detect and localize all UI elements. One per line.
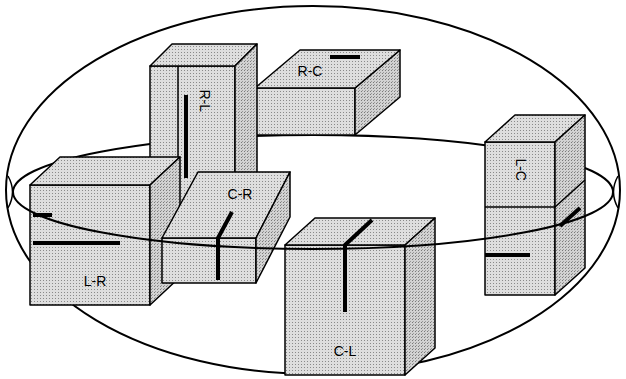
block-face bbox=[485, 142, 555, 295]
tray-rim-pinch bbox=[614, 176, 619, 208]
block-name: L-R bbox=[84, 274, 107, 289]
block-face bbox=[255, 88, 355, 135]
block-bar bbox=[184, 95, 188, 178]
block-bar bbox=[33, 241, 120, 245]
block-bar bbox=[485, 253, 530, 257]
block-l-r bbox=[30, 157, 180, 305]
tray-rim-pinch bbox=[8, 176, 13, 208]
block-bar bbox=[330, 55, 360, 59]
block-label: R-C bbox=[295, 62, 326, 81]
block-edge bbox=[485, 180, 585, 207]
tray-inner-rim-front bbox=[13, 192, 613, 249]
block-face bbox=[555, 115, 585, 295]
block-r-c bbox=[255, 50, 400, 135]
block-face bbox=[405, 218, 435, 375]
block-name: L-C bbox=[512, 159, 527, 182]
block-face bbox=[30, 185, 150, 305]
block-l-c bbox=[485, 115, 585, 295]
block-label: R-L bbox=[194, 87, 213, 116]
block-name: C-L bbox=[334, 344, 357, 359]
block-label: C-L bbox=[331, 342, 360, 361]
block-label: L-R bbox=[81, 272, 110, 291]
block-bar bbox=[345, 220, 372, 312]
block-name: R-L bbox=[196, 90, 211, 113]
block-label: C-R bbox=[225, 185, 256, 204]
block-c-l bbox=[285, 218, 435, 375]
block-label: L-C bbox=[510, 156, 529, 185]
block-face bbox=[255, 50, 400, 88]
block-name: C-R bbox=[228, 187, 253, 202]
block-name: R-C bbox=[298, 64, 323, 79]
tray-outer-rim bbox=[6, 6, 620, 374]
block-c-r bbox=[162, 172, 290, 283]
